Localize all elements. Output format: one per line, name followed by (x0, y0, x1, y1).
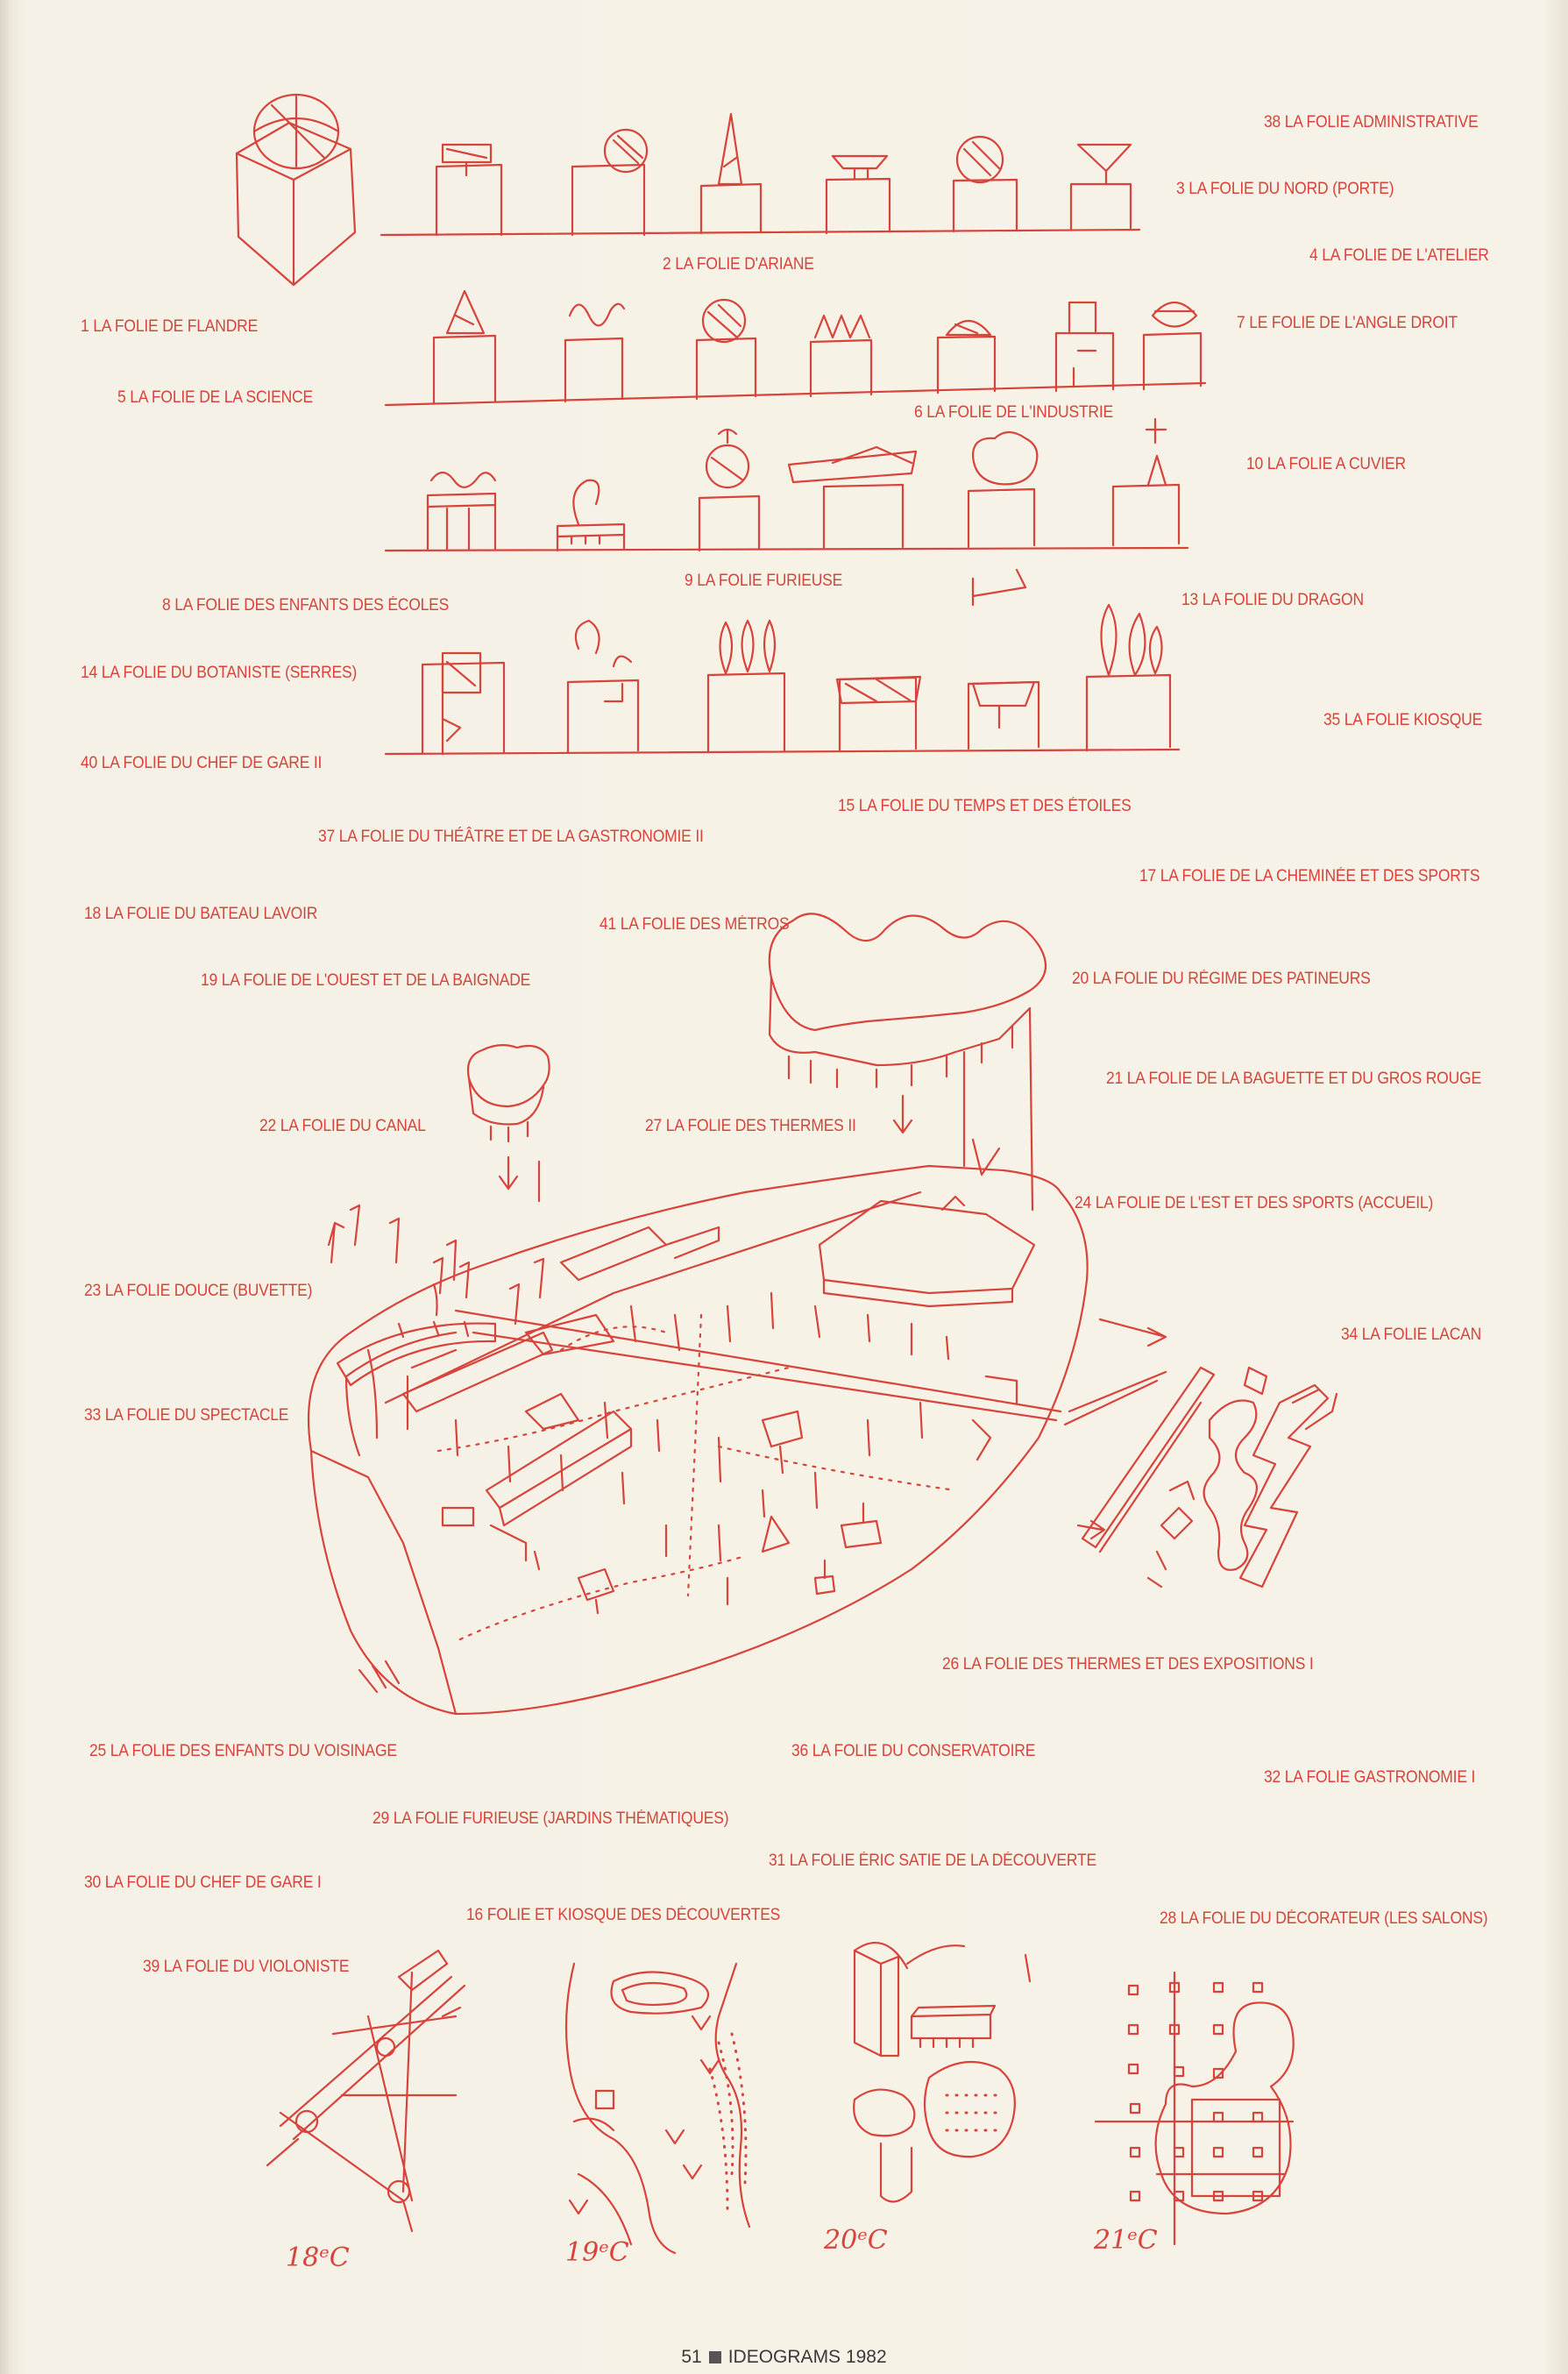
19th-century-sketch (566, 1964, 749, 2253)
label-folie-40: 40 LA FOLIE DU CHEF DE GARE II (81, 754, 323, 772)
spectacle-arch-sketch (337, 1322, 495, 1385)
label-folie-33: 33 LA FOLIE DU SPECTACLE (84, 1406, 289, 1425)
label-folie-27: 27 LA FOLIE DES THERMES II (645, 1117, 856, 1135)
row-2-folies (386, 291, 1205, 405)
label-folie-16: 16 FOLIE ET KIOSQUE DES DÉCOUVERTES (466, 1906, 781, 1924)
row-1-folies (381, 114, 1139, 235)
label-folie-23: 23 LA FOLIE DOUCE (BUVETTE) (84, 1282, 313, 1300)
row-4-folies (386, 605, 1179, 754)
label-folie-20: 20 LA FOLIE DU RÉGIME DES PATINEURS (1072, 970, 1371, 988)
footer-title: IDEOGRAMS 1982 (727, 2347, 887, 2367)
scattered-folies-sketch (329, 1205, 543, 1324)
label-folie-15: 15 LA FOLIE DU TEMPS ET DES ÉTOILES (838, 797, 1132, 815)
label-folie-3: 3 LA FOLIE DU NORD (PORTE) (1176, 180, 1394, 198)
label-folie-1: 1 LA FOLIE DE FLANDRE (81, 317, 259, 336)
park-plan-sketch (309, 1166, 1088, 1714)
folie-1-cube-sketch (237, 95, 355, 285)
label-folie-29: 29 LA FOLIE FURIEUSE (JARDINS THÉMATIQUE… (372, 1809, 729, 1828)
page-number: 51 (681, 2347, 702, 2367)
century-21-label: 21ᵉC (1094, 2225, 1158, 2256)
footer-square-bullet (708, 2351, 721, 2363)
label-folie-17: 17 LA FOLIE DE LA CHEMINÉE ET DES SPORTS (1139, 867, 1480, 885)
label-folie-36: 36 LA FOLIE DU CONSERVATOIRE (791, 1742, 1036, 1760)
label-folie-30: 30 LA FOLIE DU CHEF DE GARE I (84, 1873, 322, 1892)
label-folie-4: 4 LA FOLIE DE L'ATELIER (1309, 246, 1489, 265)
label-folie-25: 25 LA FOLIE DES ENFANTS DU VOISINAGE (89, 1742, 397, 1760)
20th-century-sketch (854, 1943, 1030, 2201)
label-folie-19: 19 LA FOLIE DE L'OUEST ET DE LA BAIGNADE (201, 971, 531, 990)
label-folie-32: 32 LA FOLIE GASTRONOMIE I (1264, 1768, 1476, 1787)
label-folie-28: 28 LA FOLIE DU DÉCORATEUR (LES SALONS) (1160, 1909, 1488, 1928)
label-folie-10: 10 LA FOLIE A CUVIER (1246, 455, 1406, 473)
label-folie-34: 34 LA FOLIE LACAN (1341, 1326, 1482, 1344)
label-folie-22: 22 LA FOLIE DU CANAL (259, 1117, 426, 1135)
20th-century-dots (947, 2095, 999, 2130)
label-folie-13: 13 LA FOLIE DU DRAGON (1181, 591, 1364, 609)
row-3-folies (386, 419, 1188, 605)
19th-century-dots (710, 2034, 746, 2209)
label-folie-31: 31 LA FOLIE ÉRIC SATIE DE LA DÉCOUVERTE (769, 1852, 1096, 1870)
label-folie-38: 38 LA FOLIE ADMINISTRATIVE (1264, 113, 1479, 131)
label-folie-26: 26 LA FOLIE DES THERMES ET DES EXPOSITIO… (942, 1655, 1314, 1674)
label-folie-9: 9 LA FOLIE FURIEUSE (685, 572, 843, 590)
label-folie-18: 18 LA FOLIE DU BATEAU LAVOIR (84, 905, 318, 923)
18th-century-sketch (267, 1951, 465, 2231)
metro-cloud-sketch (770, 913, 1046, 1210)
century-19-label: 19ᵉC (565, 2237, 629, 2268)
label-folie-14: 14 LA FOLIE DU BOTANISTE (SERRES) (81, 664, 358, 682)
page-footer: 51 IDEOGRAMS 1982 (0, 2347, 1568, 2368)
21st-century-sketch (1096, 1972, 1294, 2244)
label-folie-8: 8 LA FOLIE DES ENFANTS DES ÉCOLES (162, 596, 450, 615)
label-folie-2: 2 LA FOLIE D'ARIANE (663, 255, 814, 274)
label-folie-37: 37 LA FOLIE DU THÉÂTRE ET DE LA GASTRONO… (318, 828, 704, 846)
label-folie-7: 7 LE FOLIE DE L'ANGLE DROIT (1237, 314, 1458, 332)
century-18-label: 18ᵉC (286, 2243, 350, 2273)
canal-cloud-sketch (468, 1045, 550, 1201)
label-folie-41: 41 LA FOLIE DES MÉTROS (600, 915, 790, 934)
century-20-label: 20ᵉC (824, 2225, 888, 2256)
label-folie-39: 39 LA FOLIE DU VIOLONISTE (143, 1958, 350, 1976)
lacan-sketch (1065, 1319, 1337, 1587)
label-folie-35: 35 LA FOLIE KIOSQUE (1323, 711, 1483, 729)
label-folie-6: 6 LA FOLIE DE L'INDUSTRIE (914, 403, 1114, 422)
label-folie-21: 21 LA FOLIE DE LA BAGUETTE ET DU GROS RO… (1106, 1070, 1481, 1088)
label-folie-5: 5 LA FOLIE DE LA SCIENCE (117, 388, 313, 407)
label-folie-24: 24 LA FOLIE DE L'EST ET DES SPORTS (ACCU… (1075, 1194, 1434, 1212)
